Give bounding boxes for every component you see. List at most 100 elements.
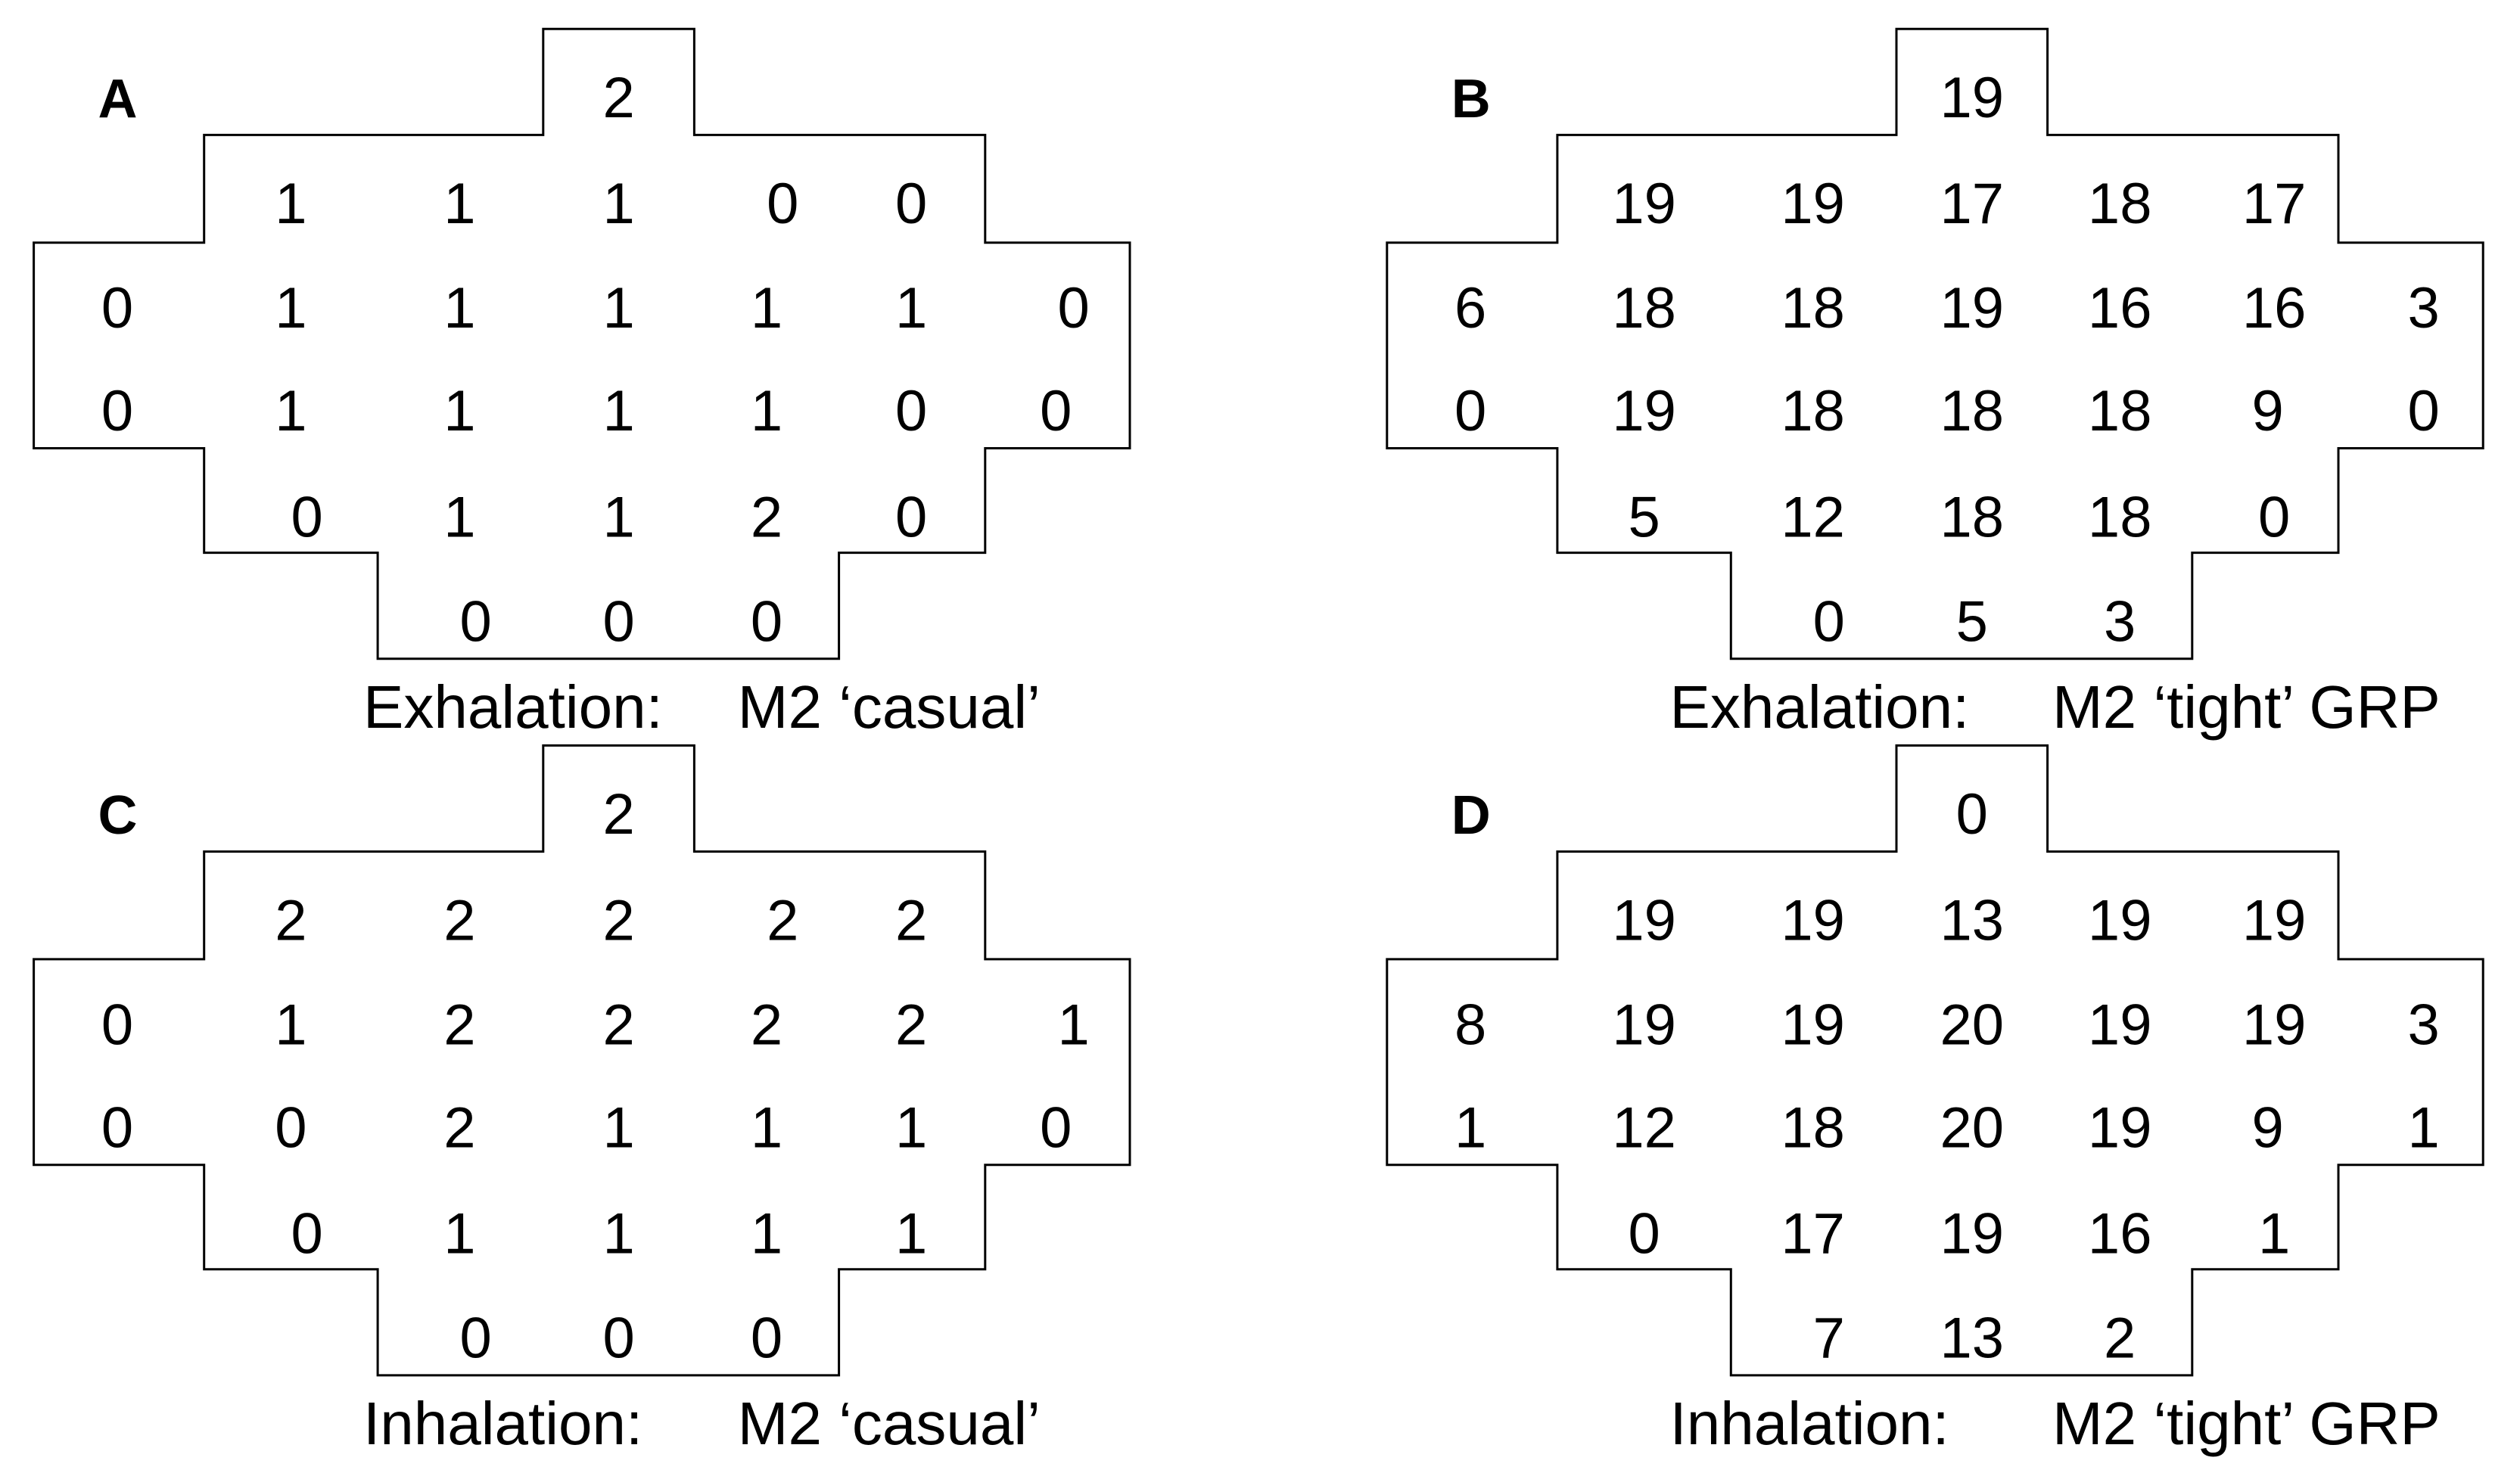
cell-value: 1	[443, 485, 475, 549]
cell-value: 19	[1612, 172, 1676, 236]
cell-value: 0	[1956, 782, 1988, 847]
cell-value: 17	[2242, 172, 2307, 236]
cell-value: 5	[1956, 589, 1988, 654]
panel-b-outline	[1386, 27, 2484, 660]
cell-value: 0	[1454, 379, 1486, 443]
cell-value: 0	[291, 1202, 322, 1266]
cell-value: 0	[1040, 1095, 1072, 1160]
cell-value: 16	[2088, 276, 2152, 340]
caption-phase: Exhalation:	[363, 673, 663, 741]
cell-value: 1	[275, 379, 306, 443]
cell-value: 2	[443, 1095, 475, 1160]
cell-value: 1	[443, 172, 475, 236]
caption-phase: Inhalation:	[363, 1390, 642, 1457]
cell-value: 13	[1940, 888, 2005, 952]
cell-value: 1	[602, 1202, 634, 1266]
cell-value: 0	[751, 589, 782, 654]
cell-value: 18	[2088, 172, 2152, 236]
cell-value: 2	[443, 993, 475, 1057]
caption-condition: M2 ‘tight’ GRP	[2052, 673, 2441, 741]
cell-value: 1	[443, 379, 475, 443]
cell-value: 19	[1940, 276, 2005, 340]
cell-value: 18	[1940, 485, 2005, 549]
cell-value: 18	[2088, 379, 2152, 443]
cell-value: 20	[1940, 1095, 2005, 1160]
cell-value: 2	[602, 993, 634, 1057]
cell-value: 0	[275, 1095, 306, 1160]
cell-value: 0	[1628, 1202, 1660, 1266]
cell-value: 1	[751, 1095, 782, 1160]
cell-value: 19	[2242, 993, 2307, 1057]
cell-value: 0	[602, 589, 634, 654]
cell-value: 19	[1940, 66, 2005, 130]
cell-value: 1	[2258, 1202, 2290, 1266]
cell-value: 1	[443, 276, 475, 340]
cell-value: 2	[751, 485, 782, 549]
cell-value: 1	[1454, 1095, 1486, 1160]
cell-value: 2	[275, 888, 306, 952]
cell-value: 19	[1940, 1202, 2005, 1266]
cell-value: 0	[2407, 379, 2439, 443]
cell-value: 1	[2407, 1095, 2439, 1160]
panel-c-outline	[33, 744, 1131, 1377]
panel-label: A	[98, 69, 138, 129]
cell-value: 0	[767, 172, 798, 236]
cell-value: 19	[2088, 1095, 2152, 1160]
cell-value: 19	[1612, 379, 1676, 443]
caption-phase: Inhalation:	[1670, 1390, 1949, 1457]
caption-condition: M2 ‘casual’	[738, 673, 1041, 741]
cell-value: 18	[1781, 379, 1845, 443]
cell-value: 2	[895, 888, 927, 952]
cell-value: 0	[101, 1095, 133, 1160]
cell-value: 12	[1781, 485, 1845, 549]
cell-value: 0	[895, 172, 927, 236]
cell-value: 1	[602, 485, 634, 549]
cell-value: 2	[751, 993, 782, 1057]
cell-value: 1	[602, 172, 634, 236]
cell-value: 13	[1940, 1307, 2005, 1371]
cell-value: 19	[2088, 888, 2152, 952]
cell-value: 17	[1781, 1202, 1845, 1266]
panel-a-outline	[33, 27, 1131, 660]
cell-value: 19	[2242, 888, 2307, 952]
cell-value: 0	[895, 379, 927, 443]
cell-value: 0	[895, 485, 927, 549]
cell-value: 16	[2088, 1202, 2152, 1266]
cell-value: 1	[895, 1095, 927, 1160]
cell-value: 1	[275, 993, 306, 1057]
cell-value: 9	[2251, 379, 2283, 443]
cell-value: 0	[1057, 276, 1089, 340]
cell-value: 18	[2088, 485, 2152, 549]
caption-condition: M2 ‘tight’ GRP	[2052, 1390, 2441, 1457]
cell-value: 1	[751, 1202, 782, 1266]
cell-value: 19	[1612, 993, 1676, 1057]
cell-value: 19	[1781, 993, 1845, 1057]
cell-value: 1	[602, 1095, 634, 1160]
cell-value: 2	[602, 66, 634, 130]
cell-value: 5	[1628, 485, 1660, 549]
cell-value: 2	[602, 782, 634, 847]
cell-value: 0	[1813, 589, 1845, 654]
cell-value: 1	[602, 379, 634, 443]
cell-value: 19	[1612, 888, 1676, 952]
cell-value: 1	[602, 276, 634, 340]
cell-value: 19	[2088, 993, 2152, 1057]
cell-value: 9	[2251, 1095, 2283, 1160]
cell-value: 16	[2242, 276, 2307, 340]
cell-value: 0	[459, 1307, 491, 1371]
cell-value: 0	[1040, 379, 1072, 443]
cell-value: 1	[1057, 993, 1089, 1057]
cell-value: 0	[101, 379, 133, 443]
cell-value: 19	[1781, 888, 1845, 952]
cell-value: 0	[2258, 485, 2290, 549]
cell-value: 2	[895, 993, 927, 1057]
cell-value: 0	[459, 589, 491, 654]
cell-value: 1	[751, 379, 782, 443]
caption-condition: M2 ‘casual’	[738, 1390, 1041, 1457]
cell-value: 2	[602, 888, 634, 952]
cell-value: 0	[101, 276, 133, 340]
